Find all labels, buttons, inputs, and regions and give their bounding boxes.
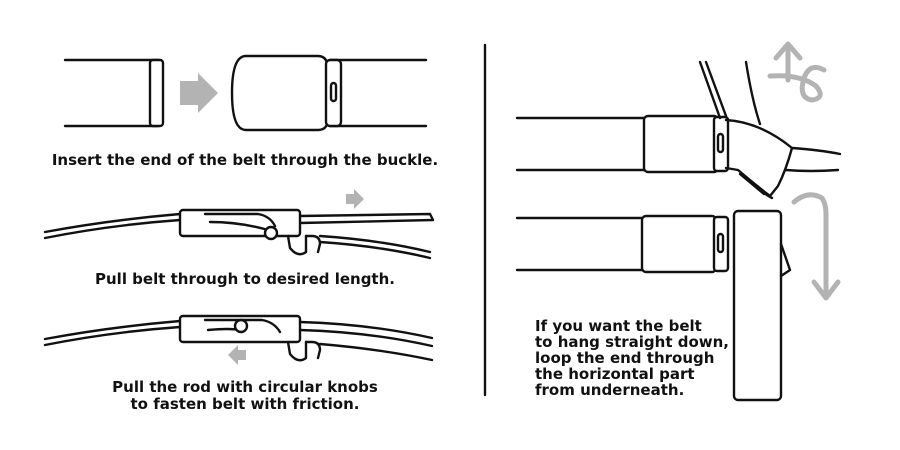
step3-arrow-icon — [228, 345, 246, 365]
step3-buckle — [178, 314, 322, 362]
caption-step1: Insert the end of the belt through the b… — [51, 151, 439, 169]
caption-step4-line2: to hang straight down, — [535, 333, 729, 351]
caption-step4-line3: loop the end through — [535, 349, 715, 367]
step1-buckle — [230, 54, 428, 132]
step4-up-loop-arrow-icon — [767, 41, 827, 103]
caption-step3: Pull the rod with circular knobs to fast… — [40, 379, 450, 413]
step1-arrow-icon — [180, 73, 218, 113]
caption-step3-line2: to fasten belt with friction. — [130, 395, 360, 413]
caption-step4-line5: from underneath. — [535, 381, 685, 399]
step1-belt-end — [63, 58, 165, 128]
step4-upper-belt — [515, 60, 842, 200]
caption-step4-line1: If you want the belt — [535, 317, 702, 335]
caption-step4-line4: the horizontal part — [535, 365, 695, 383]
step2-buckle — [178, 208, 322, 256]
step4-down-curve-arrow-icon — [791, 192, 841, 301]
step2-arrow-icon — [346, 189, 364, 209]
caption-step2: Pull belt through to desired length. — [95, 270, 395, 288]
caption-step3-line1: Pull the rod with circular knobs — [112, 378, 378, 396]
step3-belt — [43, 319, 434, 362]
caption-step4: If you want the belt to hang straight do… — [535, 318, 795, 398]
step4-lower-belt — [515, 209, 792, 402]
step2-belt — [43, 212, 435, 260]
